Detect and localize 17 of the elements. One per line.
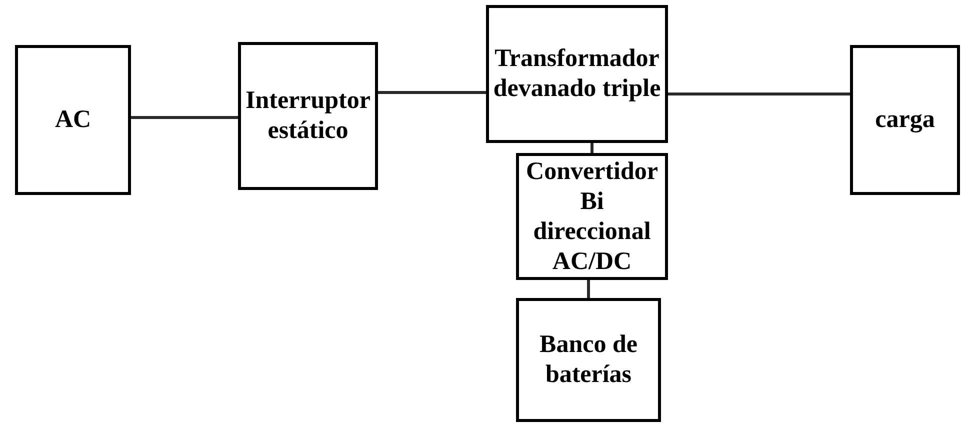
connector-line [378, 91, 486, 94]
connector-line [590, 143, 594, 153]
block-label: Transformador devanado triple [493, 44, 661, 104]
block-box [486, 5, 668, 143]
block-box [238, 42, 378, 190]
block-label: Banco de baterías [538, 330, 638, 390]
block-box [516, 153, 668, 280]
block-box [516, 298, 661, 422]
connector-line [131, 116, 238, 119]
block-label: AC [54, 105, 92, 135]
connector-line [668, 92, 850, 96]
block-box [15, 45, 131, 195]
block-label: carga [875, 105, 935, 135]
connector-line [587, 280, 590, 298]
block-label: Interruptor estático [245, 86, 371, 146]
block-box [850, 45, 960, 195]
block-label: Convertidor Bi direccional AC/DC [525, 156, 659, 276]
